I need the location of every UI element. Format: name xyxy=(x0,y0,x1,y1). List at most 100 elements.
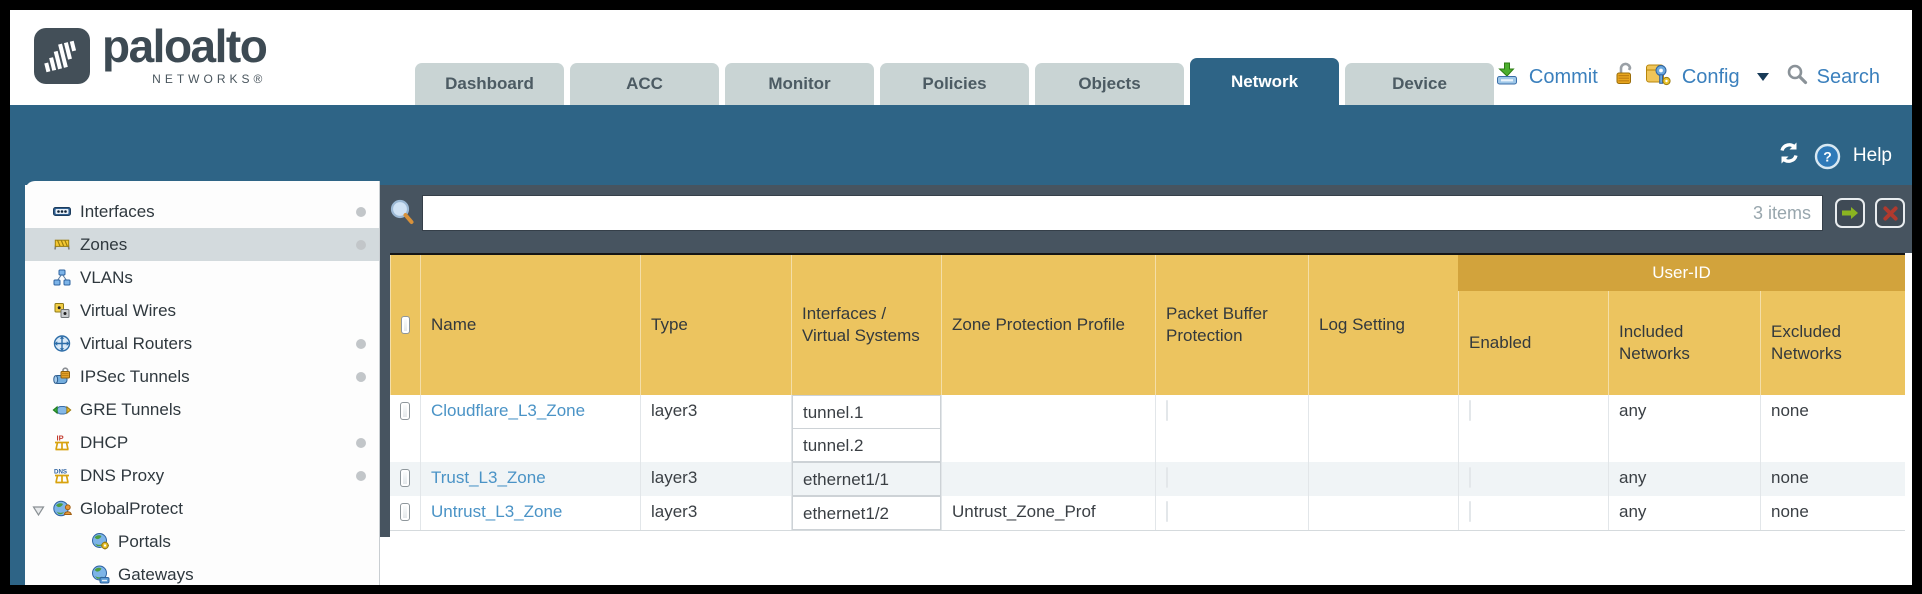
zone-name-cell: Cloudflare_L3_Zone xyxy=(420,395,640,462)
sidebar-item-label: Interfaces xyxy=(80,201,155,221)
search-link[interactable]: Search xyxy=(1816,65,1880,88)
packet-buffer-checkbox[interactable] xyxy=(1166,467,1168,488)
sidebar-item-virtual-routers[interactable]: Virtual Routers xyxy=(25,327,379,360)
expand-triangle-icon[interactable] xyxy=(32,502,45,522)
column-header-enabled[interactable]: Enabled xyxy=(1458,255,1608,395)
user-id-enabled-cell xyxy=(1458,395,1608,462)
sidebar-item-zones[interactable]: Zones xyxy=(25,228,379,261)
excluded-networks-cell: none xyxy=(1760,462,1905,496)
column-header-zone-protection-profile[interactable]: Zone Protection Profile xyxy=(941,255,1155,395)
left-dark-strip xyxy=(380,253,390,537)
user-id-enabled-cell xyxy=(1458,496,1608,530)
column-header-name[interactable]: Name xyxy=(420,255,640,395)
filter-magnifier-icon xyxy=(388,198,416,233)
commit-link[interactable]: Commit xyxy=(1528,65,1598,88)
column-header-interfaces-virtual-systems[interactable]: Interfaces / Virtual Systems xyxy=(791,255,941,395)
zone-interfaces-cell: ethernet1/2 xyxy=(791,496,941,530)
user-id-enabled-checkbox[interactable] xyxy=(1469,400,1471,421)
sidebar-item-portals[interactable]: Portals xyxy=(25,525,379,558)
virtual-wires-icon xyxy=(51,301,73,320)
user-id-enabled-checkbox[interactable] xyxy=(1469,501,1471,522)
zone-protection-profile-cell xyxy=(941,395,1155,462)
log-setting-cell xyxy=(1308,496,1458,530)
sidebar-item-gre-tunnels[interactable]: GRE Tunnels xyxy=(25,393,379,426)
refresh-icon[interactable] xyxy=(1776,141,1802,171)
packet-buffer-checkbox[interactable] xyxy=(1166,501,1168,522)
excluded-networks-cell: none xyxy=(1760,496,1905,530)
zones-icon xyxy=(51,235,73,254)
sidebar-item-ipsec-tunnels[interactable]: IPSec Tunnels xyxy=(25,360,379,393)
sidebar-item-label: GlobalProtect xyxy=(80,498,183,518)
sidebar-item-label: Portals xyxy=(118,531,171,551)
globalprotect-icon xyxy=(51,499,73,518)
sidebar-item-label: Virtual Wires xyxy=(80,300,177,320)
column-header-type[interactable]: Type xyxy=(640,255,791,395)
excluded-networks-cell: none xyxy=(1760,395,1905,462)
packet-buffer-protection-cell xyxy=(1155,462,1308,496)
zone-type-cell: layer3 xyxy=(640,496,791,530)
user-id-enabled-checkbox[interactable] xyxy=(1469,467,1471,488)
tab-network[interactable]: Network xyxy=(1190,58,1339,105)
sidebar-item-vlans[interactable]: VLANs xyxy=(25,261,379,294)
svg-text:?: ? xyxy=(1823,148,1832,164)
row-checkbox-cell xyxy=(390,462,420,496)
teal-banner: ? Help xyxy=(10,105,1912,185)
included-networks-cell: any xyxy=(1608,395,1760,462)
tab-objects[interactable]: Objects xyxy=(1035,63,1184,105)
zone-name-link[interactable]: Cloudflare_L3_Zone xyxy=(431,401,586,420)
row-checkbox[interactable] xyxy=(400,469,410,487)
config-icon xyxy=(1645,61,1673,93)
commit-icon xyxy=(1494,61,1520,93)
interface-entry: tunnel.1 xyxy=(792,395,941,429)
help-label[interactable]: Help xyxy=(1852,145,1892,166)
sidebar-status-dot xyxy=(356,339,366,349)
config-link[interactable]: Config xyxy=(1681,65,1740,88)
select-all-checkbox[interactable] xyxy=(401,316,410,334)
top-action-links: Commit xyxy=(1494,61,1886,93)
zone-interfaces-cell: ethernet1/1 xyxy=(791,462,941,496)
tab-monitor[interactable]: Monitor xyxy=(725,63,874,105)
column-header-excluded-networks[interactable]: Excluded Networks xyxy=(1760,255,1905,395)
config-dropdown-caret-icon[interactable] xyxy=(1756,73,1769,81)
dhcp-icon: IP xyxy=(51,433,73,452)
packet-buffer-checkbox[interactable] xyxy=(1166,400,1168,421)
clear-filter-button[interactable] xyxy=(1875,198,1905,228)
zone-name-link[interactable]: Untrust_L3_Zone xyxy=(431,502,563,521)
sidebar-status-dot xyxy=(356,207,366,217)
column-header-log-setting[interactable]: Log Setting xyxy=(1308,255,1458,395)
main-panel: 3 items xyxy=(380,185,1912,585)
row-checkbox[interactable] xyxy=(400,402,410,420)
sidebar-item-globalprotect[interactable]: GlobalProtect xyxy=(25,492,379,525)
help-icon[interactable]: ? xyxy=(1814,143,1841,170)
column-header-packet-buffer-protection[interactable]: Packet Buffer Protection xyxy=(1155,255,1308,395)
filter-input[interactable] xyxy=(422,195,1823,231)
sidebar-item-dhcp[interactable]: IP DHCP xyxy=(25,426,379,459)
sidebar-item-label: DHCP xyxy=(80,432,129,452)
search-icon xyxy=(1786,63,1808,91)
row-checkbox[interactable] xyxy=(400,503,410,521)
column-header-included-networks[interactable]: Included Networks xyxy=(1608,255,1760,395)
zone-protection-profile-cell xyxy=(941,462,1155,496)
sidebar-item-label: IPSec Tunnels xyxy=(80,366,190,386)
sidebar-item-gateways[interactable]: Gateways xyxy=(25,558,379,585)
tab-dashboard[interactable]: Dashboard xyxy=(415,63,564,105)
sidebar-item-interfaces[interactable]: Interfaces xyxy=(25,195,379,228)
tab-device[interactable]: Device xyxy=(1345,63,1494,105)
svg-text:DNS: DNS xyxy=(54,469,67,476)
log-setting-cell xyxy=(1308,395,1458,462)
zone-name-link[interactable]: Trust_L3_Zone xyxy=(431,468,546,487)
tab-acc[interactable]: ACC xyxy=(570,63,719,105)
sidebar-item-virtual-wires[interactable]: Virtual Wires xyxy=(25,294,379,327)
lock-icon[interactable] xyxy=(1613,62,1636,93)
apply-filter-button[interactable] xyxy=(1835,198,1865,228)
left-teal-gutter xyxy=(10,181,25,585)
tab-policies[interactable]: Policies xyxy=(880,63,1029,105)
select-all-checkbox-cell xyxy=(390,255,420,395)
